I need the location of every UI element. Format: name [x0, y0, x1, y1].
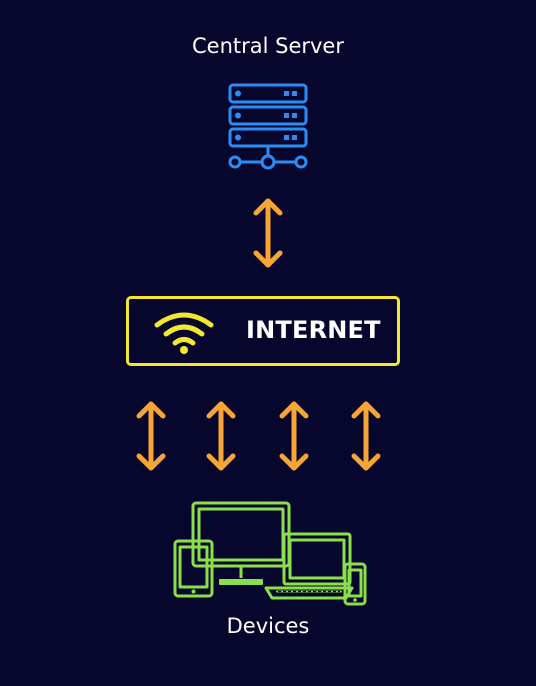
devices-icon: [173, 501, 367, 606]
wifi-icon: [154, 312, 214, 354]
internet-label: INTERNET: [246, 316, 381, 344]
internet-device-double-arrow-icon: [136, 401, 166, 471]
central-server-label: Central Server: [191, 34, 344, 58]
internet-device-double-arrow-icon: [206, 401, 236, 471]
internet-device-double-arrow-icon: [279, 401, 309, 471]
server-internet-double-arrow-icon: [253, 198, 283, 268]
devices-label: Devices: [226, 614, 310, 638]
internet-box: INTERNET: [126, 296, 400, 366]
internet-device-double-arrow-icon: [351, 401, 381, 471]
server-stack-icon: [228, 83, 308, 170]
